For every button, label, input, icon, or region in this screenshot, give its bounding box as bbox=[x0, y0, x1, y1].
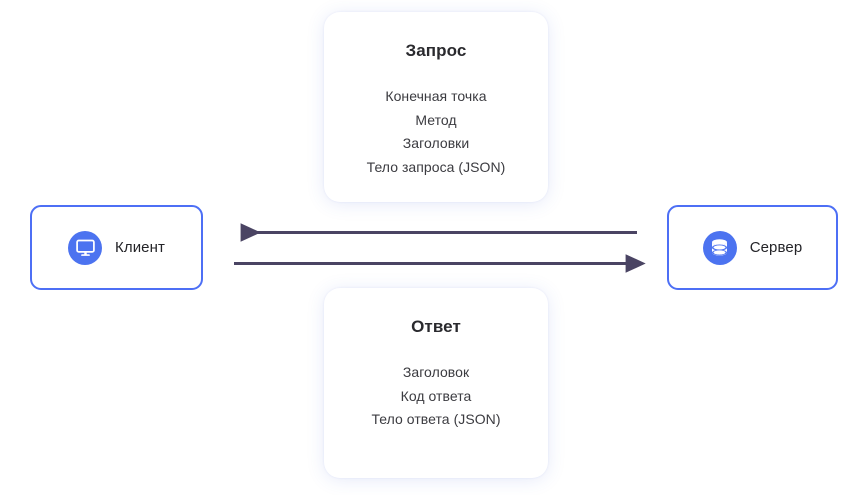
request-line-headers: Заголовки bbox=[402, 135, 470, 151]
request-line-endpoint: Конечная точка bbox=[385, 88, 487, 104]
request-line-body: Тело запроса (JSON) bbox=[366, 158, 506, 175]
client-node-label: Клиент bbox=[115, 239, 165, 256]
server-node: Сервер bbox=[667, 205, 838, 290]
response-line-status-code: Код ответа bbox=[400, 387, 472, 404]
database-icon bbox=[702, 230, 737, 265]
response-card-title: Ответ bbox=[411, 317, 461, 336]
response-line-header: Заголовок bbox=[402, 364, 470, 380]
response-line-body: Тело ответа (JSON) bbox=[371, 411, 501, 427]
response-card: Ответ Заголовок Код ответа Тело ответа (… bbox=[324, 288, 548, 478]
response-card-lines: Заголовок Код ответа Тело ответа (JSON) bbox=[324, 361, 548, 432]
request-line-method: Метод bbox=[415, 111, 457, 128]
client-node: Клиент bbox=[30, 205, 203, 290]
request-card-lines: Конечная точка Метод Заголовки Тело запр… bbox=[324, 85, 548, 179]
request-card: Запрос Конечная точка Метод Заголовки Те… bbox=[324, 12, 548, 202]
server-node-content: Сервер bbox=[702, 230, 803, 265]
monitor-icon bbox=[68, 230, 103, 265]
request-card-title: Запрос bbox=[405, 41, 467, 60]
server-node-label: Сервер bbox=[749, 239, 803, 256]
client-node-content: Клиент bbox=[68, 230, 165, 265]
